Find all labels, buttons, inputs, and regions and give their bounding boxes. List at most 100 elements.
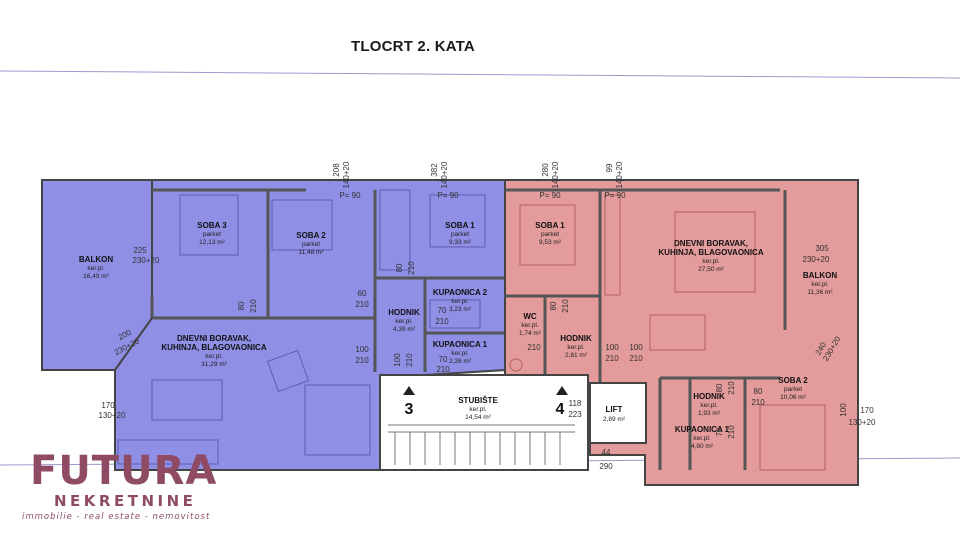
room-labels: BALKON ker.pl. 16,49 m² SOBA 3 parket 12…: [79, 221, 837, 450]
label-soba1-right: SOBA 1: [535, 221, 565, 230]
label-balkon-left: BALKON: [79, 255, 113, 264]
staircase-core: [379, 374, 647, 471]
svg-text:ker.pl.: ker.pl.: [87, 265, 105, 272]
svg-text:9,33 m²: 9,33 m²: [449, 239, 472, 246]
svg-text:210: 210: [355, 356, 369, 365]
svg-text:1,93 m²: 1,93 m²: [698, 410, 721, 417]
svg-text:P= 90: P= 90: [604, 191, 626, 200]
svg-text:225: 225: [133, 246, 147, 255]
svg-text:3,23 m²: 3,23 m²: [449, 306, 472, 313]
svg-text:16,49 m²: 16,49 m²: [83, 273, 109, 280]
svg-text:1,74 m²: 1,74 m²: [519, 330, 542, 337]
svg-text:P= 90: P= 90: [539, 191, 561, 200]
label-kupaonica1-left: KUPAONICA 1: [433, 340, 488, 349]
label-soba2-left: SOBA 2: [296, 231, 326, 240]
label-dnevni-left-2: KUHINJA, BLAGOVAONICA: [161, 343, 266, 352]
label-hodnik-left: HODNIK: [388, 308, 420, 317]
svg-text:208: 208: [332, 163, 341, 177]
svg-text:140+20: 140+20: [342, 161, 351, 188]
svg-text:27,50 m²: 27,50 m²: [698, 266, 724, 273]
svg-text:4,80 m²: 4,80 m²: [691, 443, 714, 450]
svg-text:140+20: 140+20: [440, 161, 449, 188]
svg-text:280: 280: [541, 163, 550, 177]
svg-text:210: 210: [629, 354, 643, 363]
stair-marker-4: 4: [556, 401, 565, 418]
svg-text:P= 90: P= 90: [437, 191, 459, 200]
svg-text:118: 118: [569, 399, 582, 408]
svg-text:100: 100: [629, 343, 643, 352]
svg-text:ker.pl.: ker.pl.: [693, 435, 711, 442]
svg-text:305: 305: [815, 244, 829, 253]
svg-text:11,48 m²: 11,48 m²: [298, 249, 324, 256]
svg-text:44: 44: [602, 448, 611, 457]
label-soba2-right: SOBA 2: [778, 376, 808, 385]
svg-text:ker.pl.: ker.pl.: [205, 353, 223, 360]
svg-text:11,36 m²: 11,36 m²: [807, 289, 833, 296]
label-hodnik-right: HODNIK: [693, 392, 725, 401]
label-lift: LIFT: [606, 405, 623, 414]
svg-text:230+20: 230+20: [133, 256, 160, 265]
svg-text:99: 99: [605, 163, 614, 172]
svg-text:parket: parket: [451, 231, 469, 238]
label-kupaonica1-right: KUPAONICA 1: [675, 425, 730, 434]
stair-arrow-3: [403, 386, 415, 395]
svg-text:210: 210: [561, 299, 570, 313]
svg-text:2,26 m²: 2,26 m²: [449, 358, 472, 365]
svg-text:210: 210: [436, 365, 450, 374]
svg-text:ker.pl.: ker.pl.: [451, 350, 469, 357]
svg-text:10,06 m²: 10,06 m²: [780, 394, 806, 401]
svg-text:parket: parket: [541, 231, 559, 238]
svg-text:80: 80: [715, 383, 724, 392]
label-dnevni-right-2: KUHINJA, BLAGOVAONICA: [658, 248, 763, 257]
svg-text:210: 210: [249, 299, 258, 313]
label-hodnik-mid: HODNIK: [560, 334, 592, 343]
svg-text:210: 210: [751, 398, 765, 407]
svg-text:210: 210: [435, 317, 449, 326]
label-wc: WC: [523, 312, 537, 321]
svg-text:parket: parket: [784, 386, 802, 393]
plan-title: TLOCRT 2. KATA: [351, 38, 475, 55]
svg-text:ker.pl.: ker.pl.: [567, 344, 585, 351]
svg-text:210: 210: [405, 353, 414, 367]
svg-text:31,29 m²: 31,29 m²: [201, 361, 227, 368]
svg-text:170: 170: [101, 401, 115, 410]
svg-text:100: 100: [355, 345, 369, 354]
svg-text:130+20: 130+20: [849, 418, 876, 427]
svg-text:230+20: 230+20: [803, 255, 830, 264]
staircase-area: [379, 374, 589, 471]
svg-text:100: 100: [839, 403, 848, 417]
svg-text:80: 80: [395, 263, 404, 272]
svg-text:9,53 m²: 9,53 m²: [539, 239, 562, 246]
svg-text:70: 70: [715, 427, 724, 436]
svg-text:70: 70: [438, 306, 447, 315]
logo-tagline: immobilie - real estate - nemovitost: [22, 512, 211, 522]
svg-text:14,54 m²: 14,54 m²: [465, 414, 491, 421]
svg-text:140+20: 140+20: [551, 161, 560, 188]
apartment-left: [41, 179, 506, 471]
svg-text:210: 210: [605, 354, 619, 363]
svg-text:80: 80: [237, 301, 246, 310]
svg-text:100: 100: [393, 353, 402, 367]
svg-text:ker.pl.: ker.pl.: [521, 322, 539, 329]
logo-sub-text: NEKRETNINE: [54, 492, 197, 510]
svg-text:210: 210: [355, 300, 369, 309]
svg-text:140+20: 140+20: [615, 161, 624, 188]
stair-arrow-4: [556, 386, 568, 395]
svg-text:210: 210: [727, 425, 736, 439]
svg-text:P= 90: P= 90: [339, 191, 361, 200]
svg-text:ker.pl.: ker.pl.: [811, 281, 829, 288]
stair-marker-3: 3: [405, 401, 414, 418]
svg-text:223: 223: [568, 410, 582, 419]
svg-text:ker.pl.: ker.pl.: [395, 318, 413, 325]
svg-text:210: 210: [407, 261, 416, 275]
svg-text:60: 60: [358, 289, 367, 298]
svg-text:210: 210: [527, 343, 541, 352]
label-soba1-left: SOBA 1: [445, 221, 475, 230]
svg-text:ker.pl.: ker.pl.: [451, 298, 469, 305]
company-logo[interactable]: FUTURA NEKRETNINE immobilie - real estat…: [22, 448, 262, 528]
svg-text:382: 382: [430, 163, 439, 177]
label-stubiste: STUBIŠTE: [458, 396, 498, 405]
svg-text:12,13 m²: 12,13 m²: [199, 239, 225, 246]
svg-text:ker.pl.: ker.pl.: [700, 402, 718, 409]
